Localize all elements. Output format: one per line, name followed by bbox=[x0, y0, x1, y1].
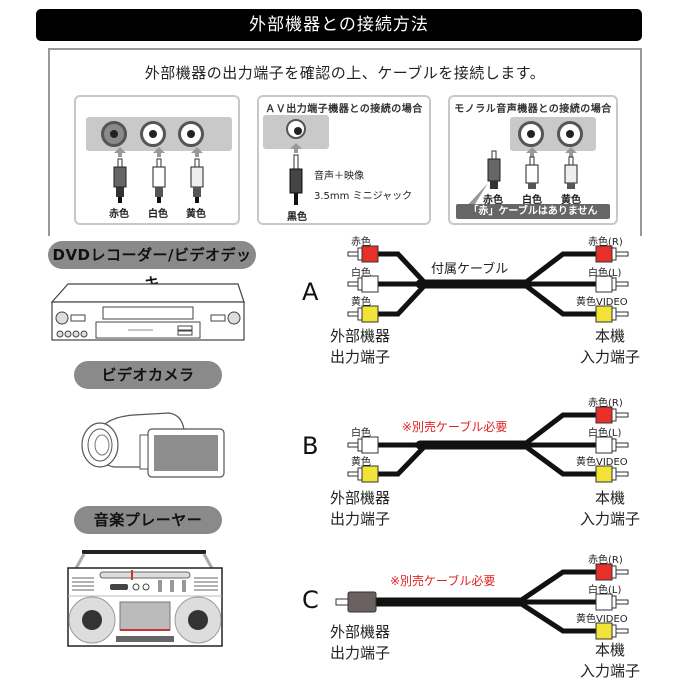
c-right-plug-label-yellow: 黄色VIDEO bbox=[576, 614, 628, 625]
red-label: 赤色 bbox=[109, 209, 129, 220]
c-right-plug-label-red: 赤色(R) bbox=[588, 555, 623, 566]
no-red-cable-note: 「赤」ケーブルはありません bbox=[456, 204, 610, 219]
a-right-plug-label-white: 白色(L) bbox=[588, 268, 622, 279]
minijack-plug-illustration bbox=[289, 143, 303, 205]
b-right-plug-label-red: 赤色(R) bbox=[588, 398, 623, 409]
white-jack-icon bbox=[518, 121, 544, 147]
white-plug-icon bbox=[525, 147, 539, 189]
device-label-music-player: 音楽プレーヤー bbox=[74, 506, 222, 534]
yellow-plug-icon bbox=[595, 465, 629, 483]
a-right-plug-label-red: 赤色(R) bbox=[588, 237, 623, 248]
black-label: 黒色 bbox=[287, 212, 307, 223]
panel-rca-output: 赤色 白色 黄色 bbox=[74, 95, 240, 225]
boombox-icon bbox=[67, 550, 223, 647]
red-plug-icon bbox=[487, 150, 501, 189]
white-label: 白色 bbox=[522, 195, 542, 206]
b-left-plug-label-yellow: 黄色 bbox=[351, 457, 371, 468]
dvd-recorder-icon bbox=[50, 283, 245, 341]
diagram-a-caption: 付属ケーブル bbox=[431, 262, 509, 277]
diagram-c-right-plugs bbox=[595, 563, 629, 640]
diagram-c-note: ※別売ケーブル必要 bbox=[390, 574, 496, 588]
av-line2: 3.5mm ミニジャック bbox=[314, 191, 413, 202]
white-plug-icon bbox=[595, 593, 629, 611]
red-label: 赤色 bbox=[483, 195, 503, 206]
instruction-box: 外部機器の出力端子を確認の上、ケーブルを接続します。 bbox=[48, 48, 642, 236]
rca-plugs-illustration bbox=[113, 147, 204, 203]
white-plug-icon bbox=[152, 147, 166, 203]
c-right-device-label: 本機 入力端子 bbox=[579, 641, 640, 680]
device-label-dvd: DVDレコーダー/ビデオデッキ bbox=[48, 241, 256, 292]
b-left-device-label: 外部機器 出力端子 bbox=[330, 489, 391, 528]
b-left-plug-label-white: 白色 bbox=[351, 428, 371, 439]
a-right-plug-label-yellow: 黄色VIDEO bbox=[576, 297, 628, 308]
av-jack-icon bbox=[286, 119, 306, 139]
yellow-plug-icon bbox=[564, 147, 578, 189]
av-line1: 音声＋映像 bbox=[314, 171, 364, 182]
white-jack-icon bbox=[140, 121, 166, 147]
intro-text: 外部機器の出力端子を確認の上、ケーブルを接続します。 bbox=[144, 64, 546, 82]
yellow-plug-icon bbox=[595, 305, 629, 323]
panel-mono-title: モノラル音声機器との接続の場合 bbox=[454, 104, 612, 115]
yellow-plug-icon bbox=[190, 147, 204, 203]
diagram-a-right-plugs bbox=[595, 245, 629, 323]
diagram-a-letter: A bbox=[302, 278, 319, 306]
white-label: 白色 bbox=[148, 209, 168, 220]
a-left-device-label: 外部機器 出力端子 bbox=[330, 327, 391, 366]
yellow-jack-icon bbox=[178, 121, 204, 147]
diagram-b-right-plugs bbox=[595, 406, 629, 483]
c-right-plug-label-white: 白色(L) bbox=[588, 585, 622, 596]
b-right-plug-label-white: 白色(L) bbox=[588, 428, 622, 439]
red-jack-icon bbox=[101, 121, 127, 147]
panel-mono-output: モノラル音声機器との接続の場合 赤色 bbox=[448, 95, 618, 225]
yellow-label: 黄色 bbox=[186, 209, 206, 220]
a-right-device-label: 本機 入力端子 bbox=[579, 327, 640, 366]
page-title: 外部機器との接続方法 bbox=[36, 9, 642, 41]
red-plug-icon bbox=[595, 406, 629, 424]
white-plug-icon bbox=[347, 436, 379, 454]
red-plug-icon bbox=[113, 147, 127, 203]
yellow-plug-icon bbox=[347, 305, 379, 323]
diagram-b-letter: B bbox=[302, 432, 319, 460]
panel-av-title: ＡＶ出力端子機器との接続の場合 bbox=[265, 104, 423, 115]
red-plug-icon bbox=[595, 563, 629, 581]
diagram-b-note: ※別売ケーブル必要 bbox=[402, 420, 508, 434]
yellow-plug-icon bbox=[595, 622, 629, 640]
b-right-plug-label-yellow: 黄色VIDEO bbox=[576, 457, 628, 468]
video-camera-icon bbox=[81, 412, 225, 478]
c-left-device-label: 外部機器 出力端子 bbox=[330, 623, 391, 662]
minijack-plug-icon bbox=[335, 591, 377, 613]
red-plug-icon bbox=[347, 245, 379, 263]
a-left-plug-label-yellow: 黄色 bbox=[351, 297, 371, 308]
a-left-plug-label-red: 赤色 bbox=[351, 237, 371, 248]
device-label-video-camera: ビデオカメラ bbox=[74, 361, 222, 389]
panel-av-output: ＡＶ出力端子機器との接続の場合 音声＋映像 3.5mm ミニジャック 黒色 bbox=[257, 95, 431, 225]
white-plug-icon bbox=[595, 436, 629, 454]
yellow-jack-icon bbox=[557, 121, 583, 147]
mono-plugs-illustration bbox=[464, 147, 578, 209]
yellow-plug-icon bbox=[347, 465, 379, 483]
yellow-label: 黄色 bbox=[561, 195, 581, 206]
a-left-plug-label-white: 白色 bbox=[351, 268, 371, 279]
diagram-c-letter: C bbox=[302, 586, 319, 614]
b-right-device-label: 本機 入力端子 bbox=[579, 489, 640, 528]
red-plug-icon bbox=[595, 245, 629, 263]
diagram-a-left-plugs bbox=[347, 245, 379, 323]
